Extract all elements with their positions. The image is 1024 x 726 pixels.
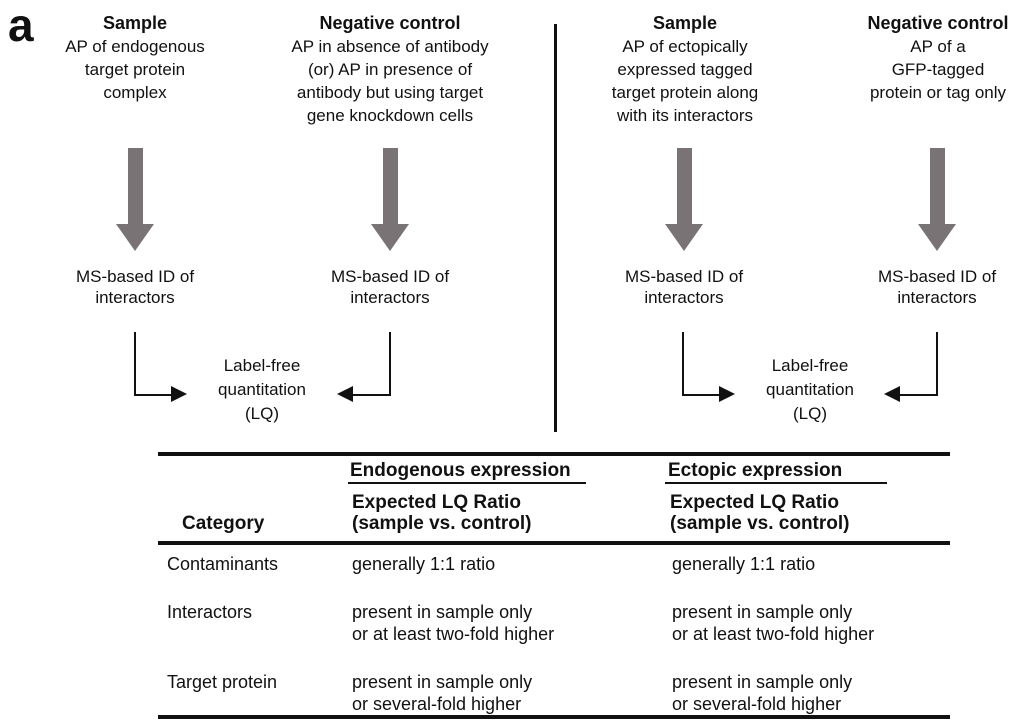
table-cell-line: present in sample only [672, 602, 853, 622]
column-desc-line: GFP-tagged [891, 60, 985, 79]
column-desc-line: target protein [84, 60, 186, 79]
column-desc-line: AP in absence of antibody [291, 37, 489, 56]
table-cell: present in sample only or several-fold h… [672, 671, 852, 715]
ms-id-label: MS-based ID of interactors [584, 266, 784, 308]
column-desc-line: protein or tag only [869, 83, 1007, 102]
column-desc-line: gene knockdown cells [306, 106, 474, 125]
column-desc-line: AP of ectopically [622, 37, 748, 56]
table-cell-line: generally 1:1 ratio [352, 554, 496, 574]
vertical-divider [554, 24, 557, 432]
table-top-rule [158, 452, 950, 456]
column-desc-line: AP of endogenous [65, 37, 205, 56]
ms-id-line: MS-based ID of [877, 267, 997, 286]
ms-id-label: MS-based ID of interactors [35, 266, 235, 308]
ms-id-line: interactors [350, 288, 430, 307]
table-cell-line: or at least two-fold higher [352, 624, 555, 644]
table-cell-line: present in sample only [352, 602, 533, 622]
table-cell: generally 1:1 ratio [352, 553, 495, 575]
column-desc-line: antibody but using target [296, 83, 484, 102]
column-negcontrol-ectopic: Negative control AP of a GFP-tagged prot… [836, 12, 1024, 104]
down-arrow-icon [930, 148, 945, 225]
down-arrow-head-icon [665, 224, 703, 251]
table-header-category: Category [182, 513, 265, 534]
lq-label: Label-free quantitation (LQ) [162, 354, 362, 426]
lq-line: Label-free [223, 356, 301, 375]
left-arrowhead-icon [884, 386, 900, 402]
down-arrow-icon [677, 148, 692, 225]
table-row-category: Interactors [167, 602, 253, 622]
table-header-line: Expected LQ Ratio [670, 492, 839, 513]
lq-line: (LQ) [793, 404, 827, 423]
ms-id-line: MS-based ID of [75, 267, 195, 286]
table-cell: present in sample only or several-fold h… [352, 671, 532, 715]
column-desc-line: target protein along [611, 83, 759, 102]
elbow-connector [682, 332, 722, 396]
table-cell-line: generally 1:1 ratio [672, 554, 816, 574]
table-group-header-endogenous: Endogenous expression [350, 460, 571, 481]
right-arrowhead-icon [171, 386, 187, 402]
down-arrow-icon [383, 148, 398, 225]
elbow-connector [898, 332, 938, 396]
column-negcontrol-endogenous: Negative control AP in absence of antibo… [272, 12, 508, 127]
table-header-line: (sample vs. control) [352, 513, 532, 534]
down-arrow-icon [128, 148, 143, 225]
table-header-line: (sample vs. control) [670, 513, 850, 534]
table-cell: generally 1:1 ratio [672, 553, 815, 575]
ms-id-line: interactors [897, 288, 977, 307]
down-arrow-head-icon [371, 224, 409, 251]
table-cell-line: present in sample only [672, 672, 853, 692]
group-header-underline [348, 482, 586, 484]
lq-line: quantitation [218, 380, 306, 399]
group-header-underline [665, 482, 887, 484]
column-sample-ectopic: Sample AP of ectopically expressed tagge… [583, 12, 787, 127]
lq-line: Label-free [771, 356, 849, 375]
ms-id-label: MS-based ID of interactors [290, 266, 490, 308]
ms-id-line: interactors [644, 288, 724, 307]
elbow-connector [351, 332, 391, 396]
column-title: Negative control [319, 13, 461, 33]
column-desc-line: with its interactors [616, 106, 754, 125]
lq-line: (LQ) [245, 404, 279, 423]
table-cell-line: or several-fold higher [352, 694, 522, 714]
table-row-category: Target protein [167, 672, 278, 692]
column-desc-line: AP of a [910, 37, 966, 56]
column-sample-endogenous: Sample AP of endogenous target protein c… [35, 12, 235, 104]
lq-line: quantitation [766, 380, 854, 399]
table-cell-line: or at least two-fold higher [672, 624, 875, 644]
down-arrow-head-icon [116, 224, 154, 251]
panel-letter-label: a [8, 0, 34, 51]
ms-id-line: MS-based ID of [624, 267, 744, 286]
down-arrow-head-icon [918, 224, 956, 251]
table-group-header-ectopic: Ectopic expression [668, 460, 843, 481]
elbow-connector [134, 332, 174, 396]
table-header-line: Expected LQ Ratio [352, 492, 521, 513]
ms-id-line: MS-based ID of [330, 267, 450, 286]
table-bottom-rule [158, 715, 950, 719]
table-header-lq-ratio: Expected LQ Ratio (sample vs. control) [352, 492, 532, 534]
table-cell-line: or several-fold higher [672, 694, 842, 714]
lq-label: Label-free quantitation (LQ) [710, 354, 910, 426]
table-cell-line: present in sample only [352, 672, 533, 692]
column-desc-line: expressed tagged [617, 60, 753, 79]
column-title: Sample [652, 13, 718, 33]
column-title: Negative control [867, 13, 1009, 33]
right-arrowhead-icon [719, 386, 735, 402]
column-desc-line: (or) AP in presence of [307, 60, 473, 79]
ms-id-label: MS-based ID of interactors [837, 266, 1024, 308]
table-header-lq-ratio: Expected LQ Ratio (sample vs. control) [670, 492, 850, 534]
ms-id-line: interactors [95, 288, 175, 307]
column-desc-line: complex [103, 83, 167, 102]
table-cell: present in sample only or at least two-f… [672, 601, 874, 645]
left-arrowhead-icon [337, 386, 353, 402]
table-header-rule [158, 541, 950, 545]
table-row-category: Contaminants [167, 554, 279, 574]
table-cell: present in sample only or at least two-f… [352, 601, 554, 645]
column-title: Sample [102, 13, 168, 33]
